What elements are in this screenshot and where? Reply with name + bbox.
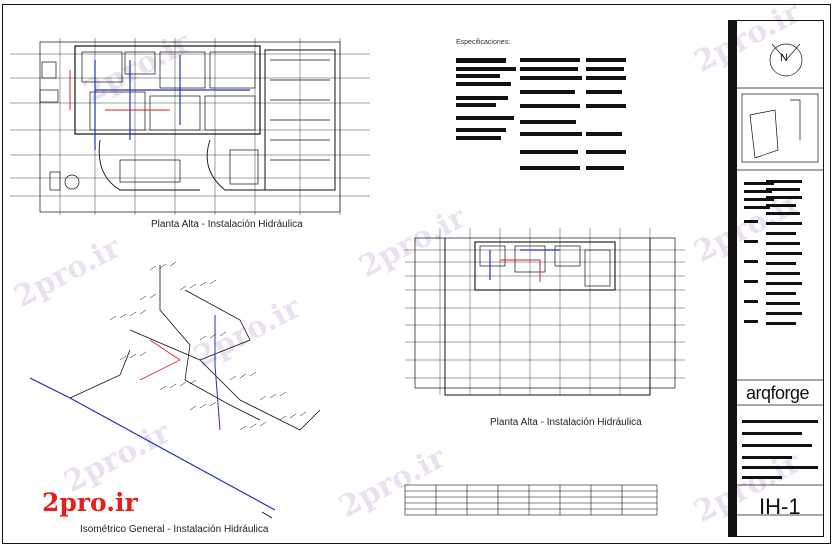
- title-block-notes: [742, 180, 818, 479]
- isometric-diagram: [29, 261, 321, 519]
- fixture-table: [404, 484, 658, 516]
- top-plan-title: Planta Alta - Instalación Hidráulica: [151, 219, 303, 230]
- firm-logo: arqforge: [746, 383, 810, 403]
- specifications-block: [456, 58, 626, 170]
- isometric-title: Isométrico General - Instalación Hidrául…: [80, 524, 269, 535]
- title-block-bar: [728, 20, 736, 537]
- sheet-border: [2, 4, 831, 544]
- right-floor-plan: [405, 228, 685, 396]
- watermark-logo: 2pro.ir: [42, 488, 138, 517]
- right-plan-title: Planta Alta - Instalación Hidráulica: [490, 417, 642, 428]
- sheet-code: IH-1: [759, 494, 801, 519]
- title-block: [736, 20, 824, 537]
- specifications-title: Especificaciones:: [456, 39, 511, 46]
- top-floor-plan: [10, 38, 370, 215]
- north-label: N: [780, 52, 788, 64]
- title-block-graphics: [736, 43, 824, 516]
